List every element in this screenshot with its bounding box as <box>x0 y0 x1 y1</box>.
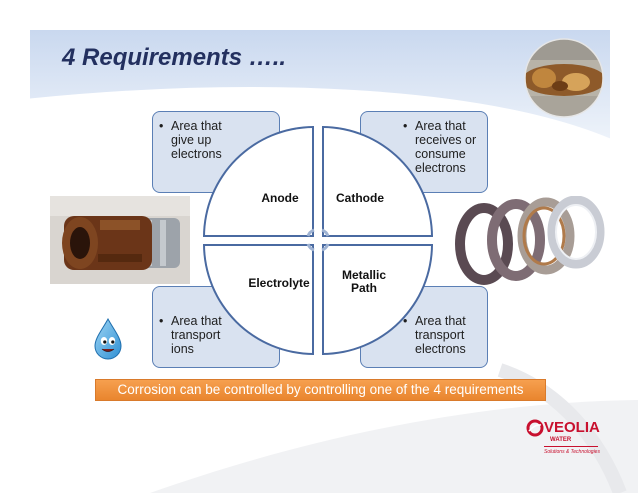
anode-label: Anode <box>261 191 299 205</box>
footer-swoosh <box>150 363 638 493</box>
slide-title: 4 Requirements ….. <box>62 44 287 71</box>
header-band <box>29 30 611 140</box>
electrolyte-label: Electrolyte <box>248 276 310 290</box>
key-message-banner: Corrosion can be controlled by controlli… <box>95 379 546 401</box>
banner-text: Corrosion can be controlled by controlli… <box>117 382 524 397</box>
metallic-path-description: Area that transport electrons <box>403 314 487 356</box>
veolia-logo-mark-icon <box>526 419 544 437</box>
anode-description: Area that give up electrons <box>159 119 239 161</box>
cathode-label: Cathode <box>336 191 384 205</box>
metallic-path-label: Metallic Path <box>341 268 386 295</box>
logo-divider <box>544 446 598 447</box>
logo-tagline: Solutions & Technologies <box>544 449 600 455</box>
corroded-pipe-photo <box>50 196 190 284</box>
water-drop-mascot-icon <box>94 318 122 360</box>
logo-sub-text: WATER <box>550 437 572 443</box>
metal-rings-photo <box>455 196 605 285</box>
veolia-water-logo: VEOLIA WATER Solutions & Technologies <box>526 419 616 463</box>
recycle-arcs-icon <box>306 228 330 252</box>
electrolyte-description: Area that transport ions <box>159 314 239 356</box>
rusted-pipe-photo <box>524 38 604 118</box>
cathode-description: Area that receives or consume electrons <box>403 119 487 175</box>
logo-brand-text: VEOLIA <box>544 419 600 436</box>
